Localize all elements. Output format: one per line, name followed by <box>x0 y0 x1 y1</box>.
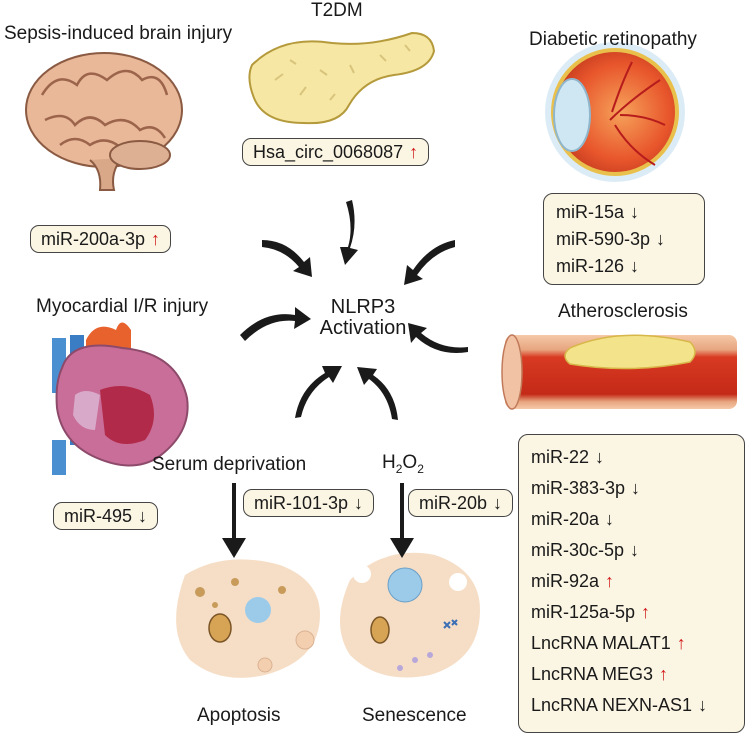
h2o2-marker: miR-20b <box>419 493 488 513</box>
down-arrow-icon: ↓ <box>493 493 503 513</box>
eye-illustration <box>545 42 685 182</box>
serum-label: Serum deprivation <box>152 454 307 475</box>
list-item: LncRNA NEXN-AS1↓ <box>531 695 708 715</box>
senescent-cell-illustration <box>340 552 480 678</box>
artery-illustration <box>501 334 737 410</box>
down-arrow-icon: ↓ <box>656 229 666 249</box>
down-arrow-icon: ↓ <box>698 695 708 715</box>
marker-label: miR-126 <box>556 256 625 276</box>
sepsis-marker-box: miR-200a-3p↑ <box>30 225 172 253</box>
arrow-from-retinopathy <box>404 240 455 285</box>
list-item: LncRNA MEG3↑ <box>531 664 669 684</box>
down-arrow-icon: ↓ <box>630 540 640 560</box>
list-item: miR-590-3p↓ <box>556 229 665 250</box>
marker-label: miR-590-3p <box>556 229 651 249</box>
retinopathy-marker-list: miR-15a↓ miR-590-3p↓ miR-126↓ <box>543 193 705 285</box>
convergence-arrows <box>240 200 468 420</box>
center-line1: NLRP3 <box>330 296 396 318</box>
marker-label: miR-15a <box>556 202 625 222</box>
list-item: miR-22↓ <box>531 447 605 467</box>
down-arrow-icon: ↓ <box>631 478 641 498</box>
apoptosis-label: Apoptosis <box>197 705 281 726</box>
arrow-from-myocardial <box>240 307 311 341</box>
pancreas-illustration <box>248 31 436 125</box>
list-item: LncRNA MALAT1↑ <box>531 633 686 653</box>
up-arrow-icon: ↑ <box>151 229 161 249</box>
apoptotic-cell-illustration <box>176 559 320 678</box>
myocardial-marker: miR-495 <box>64 506 133 526</box>
list-item: miR-15a↓ <box>556 202 639 223</box>
h2o2-marker-box: miR-20b↓ <box>408 489 514 517</box>
list-item: miR-30c-5p↓ <box>531 540 640 560</box>
serum-marker-box: miR-101-3p↓ <box>243 489 375 517</box>
list-item: miR-125a-5p↑ <box>531 602 651 622</box>
list-item: miR-20a↓ <box>531 509 615 529</box>
arrow-from-atherosclerosis <box>408 323 468 353</box>
arrow-from-t2dm <box>340 200 358 265</box>
sepsis-marker: miR-200a-3p <box>41 229 146 249</box>
sepsis-title: Sepsis-induced brain injury <box>4 23 233 44</box>
atherosclerosis-marker-list: miR-22↓ miR-383-3p↓ miR-20a↓ miR-30c-5p↓… <box>518 434 745 733</box>
up-arrow-icon: ↑ <box>605 571 615 591</box>
up-arrow-icon: ↑ <box>641 602 651 622</box>
center-node: NLRP3 Activation <box>303 297 423 339</box>
atherosclerosis-title: Atherosclerosis <box>558 301 688 322</box>
arrow-from-h2o2 <box>357 367 398 420</box>
down-arrows <box>222 483 414 558</box>
t2dm-marker-box: Hsa_circ_0068087↑ <box>242 138 430 166</box>
senescence-label: Senescence <box>362 705 467 726</box>
serum-marker: miR-101-3p <box>254 493 349 513</box>
down-arrow-icon: ↓ <box>354 493 364 513</box>
down-arrow-icon: ↓ <box>138 506 148 526</box>
t2dm-title: T2DM <box>311 0 363 21</box>
t2dm-marker: Hsa_circ_0068087 <box>253 142 404 162</box>
h2o2-label: H2O2 <box>382 452 424 476</box>
up-arrow-icon: ↑ <box>409 142 419 162</box>
up-arrow-icon: ↑ <box>659 664 669 684</box>
brain-illustration <box>25 52 183 191</box>
center-line2: Activation <box>319 317 407 339</box>
heart-illustration <box>52 322 189 475</box>
list-item: miR-383-3p↓ <box>531 478 641 498</box>
list-item: miR-92a↑ <box>531 571 615 591</box>
down-arrow-icon: ↓ <box>595 447 605 467</box>
list-item: miR-126↓ <box>556 256 639 277</box>
down-arrow-icon: ↓ <box>630 256 640 276</box>
arrow-from-serum <box>295 366 342 418</box>
arrow-from-sepsis <box>262 240 312 277</box>
down-arrow-icon: ↓ <box>605 509 615 529</box>
down-arrow-icon: ↓ <box>630 202 640 222</box>
myocardial-marker-box: miR-495↓ <box>53 502 159 530</box>
retinopathy-title: Diabetic retinopathy <box>529 29 697 50</box>
myocardial-title: Myocardial I/R injury <box>36 296 209 317</box>
up-arrow-icon: ↑ <box>676 633 686 653</box>
